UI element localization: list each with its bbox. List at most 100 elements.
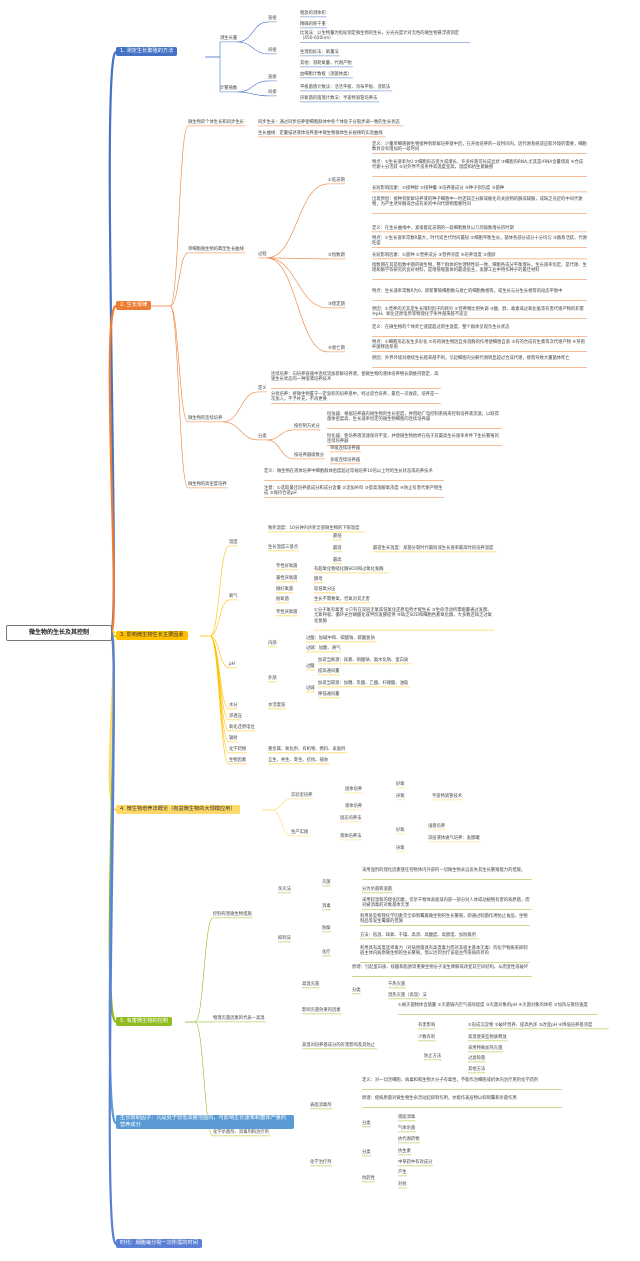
mindmap-node[interactable]: 高温灭菌 xyxy=(302,982,320,987)
mindmap-node[interactable]: 化疗 xyxy=(322,950,331,955)
mindmap-node[interactable]: 直接 xyxy=(268,75,277,80)
branch-7[interactable]: 时代：细胞每分裂一次所需的时间 xyxy=(116,1239,202,1248)
mindmap-node[interactable]: 比浊法：以生物量为指标测定微生物的生长，分光光度计对无色的微生物悬浮液测定（45… xyxy=(300,31,459,42)
mindmap-node[interactable]: 防止方法 xyxy=(424,1054,442,1059)
mindmap-node[interactable]: 原理：引起蛋白质、核酸和脂肪等重要生物分子发生降解或改变其空间结构，从而变性或破… xyxy=(352,965,529,970)
mindmap-node[interactable]: 分类 xyxy=(352,988,361,993)
mindmap-node[interactable]: ①被灭菌物体含菌量 ②灭菌锅内空气排除程度 ③灭菌对象的pH ④灭菌对象的体积 … xyxy=(398,1003,588,1008)
mindmap-node[interactable]: 提高通风量 xyxy=(318,669,340,674)
mindmap-node[interactable]: 原理：使病原菌对微生物生命活动起抑制作用，亦能作表层物以抑制霉和杀菌作用 xyxy=(362,1096,517,1101)
mindmap-node[interactable]: 按培养器级数分 xyxy=(294,453,325,458)
mindmap-node[interactable]: 水活度值 xyxy=(268,703,286,708)
mindmap-node[interactable]: 分类 xyxy=(258,434,267,439)
mindmap-node[interactable]: ①分子氧有毒害 ②只有在深层无氧或低氧化还原电势才能生长 ③生命活动所需能量通过… xyxy=(314,608,492,624)
mindmap-node[interactable]: 过滤除菌 xyxy=(468,1056,486,1061)
mindmap-node[interactable]: 特点：①细胞形态发生多形化 ②有的微生物因自身溶酶的作用使细胞自溶 ③有的合成有… xyxy=(372,340,585,351)
mindmap-node[interactable]: 抗生素 xyxy=(398,1149,411,1154)
mindmap-node[interactable]: 过酸：加碱中和、碳酸钠、碳酸氢钠 xyxy=(306,636,375,641)
mindmap-node[interactable]: 较低氧分压 xyxy=(314,587,336,592)
branch-4[interactable]: 4. 微生物培养法概论（有益微生物的大规模应用） xyxy=(116,805,240,814)
mindmap-node[interactable]: 有害影响 xyxy=(418,1023,436,1028)
mindmap-node[interactable]: 定义：在微生物的个体死亡速度超过新生速度，整个群体呈现负生长状态 xyxy=(372,325,510,330)
mindmap-node[interactable]: 化学药物 xyxy=(229,747,247,752)
mindmap-node[interactable]: 生产实践 xyxy=(291,830,309,835)
mindmap-node[interactable]: 水分 xyxy=(229,703,238,708)
mindmap-node[interactable]: 厌氧 xyxy=(396,794,405,799)
mindmap-node[interactable]: 方法：低温、缺氧、干燥、高渗、高酸度、高醇度、加防腐剂 xyxy=(360,933,477,938)
mindmap-node[interactable]: 定义：对一切活细胞、病毒和和生物大分子有毒性，不能作治细胞或机体内治疗用的化学药… xyxy=(362,1078,539,1083)
mindmap-node[interactable]: 氧气 xyxy=(229,594,238,599)
mindmap-node[interactable]: 特点：①生长速率为0 ②细胞形态变大或增长，许多杆菌可长成丝状 ③细胞内RNA,… xyxy=(372,160,584,171)
mindmap-node[interactable]: 分批培养：将微生物置于一定容积的培养基中，经过适合培养，最后一次收获。培养是一次… xyxy=(271,392,439,403)
mindmap-node[interactable]: 利用具有高度选择毒力（对病原菌具有高度毒力而对其宿主基本无毒）的化学物质来抑制宿… xyxy=(360,946,528,957)
mindmap-node[interactable]: 重金属、氧化剂、有机物、燃料、表面剂 xyxy=(268,747,346,752)
mindmap-node[interactable]: 少数有利 xyxy=(418,1035,436,1040)
mindmap-node[interactable]: 专性厌氧菌 xyxy=(276,610,298,615)
mindmap-node[interactable]: 最低 xyxy=(333,534,342,539)
mindmap-node[interactable]: ④衰亡期 xyxy=(328,346,345,351)
mindmap-node[interactable]: 产生 xyxy=(398,1170,407,1175)
mindmap-node[interactable]: 互生、共生、寄生、拮抗、捕食 xyxy=(268,758,329,763)
mindmap-node[interactable]: 最高 xyxy=(333,558,342,563)
mindmap-node[interactable]: ③稳定期 xyxy=(328,302,345,307)
mindmap-node[interactable]: 粗放的测体积 xyxy=(300,11,326,16)
mindmap-node[interactable]: 湿热灭菌（高温）法 xyxy=(388,993,427,998)
mindmap-node[interactable]: 兼性厌氧菌 xyxy=(276,576,298,581)
mindmap-node[interactable]: 浅盘培养 xyxy=(428,824,446,829)
mindmap-node[interactable]: 过酸 xyxy=(306,664,315,669)
mindmap-node[interactable]: 出现原因：接种到新鲜培养液的种子细胞中一时还缺乏分解或催化有关底物的酶或辅酶，或… xyxy=(372,197,583,208)
mindmap-node[interactable]: 长短影响因素：①菌种 ②营养成分 ③营养浓度 ④培养温度 ⑤菌龄 xyxy=(372,253,496,258)
mindmap-node[interactable]: pH xyxy=(229,662,235,667)
mindmap-node[interactable]: 消毒 xyxy=(322,904,331,909)
mindmap-node[interactable]: 气体杀菌 xyxy=(398,1126,416,1131)
mindmap-node[interactable]: 固体培养 xyxy=(345,787,363,792)
mindmap-node[interactable]: 利用某些物理化学因素完全抑制霉腐微生物的生长繁殖，即通过制菌作用防止食品、生物制… xyxy=(360,914,528,925)
mindmap-node[interactable]: 血细胞计数板（测菌体类） xyxy=(300,72,352,77)
mindmap-node[interactable]: 间接 xyxy=(268,48,277,53)
mindmap-node[interactable]: 特点：生长速率常数R为0，即新繁殖细胞数与衰亡的细胞数相等，或生长与分生长相等的… xyxy=(372,289,563,294)
root-node[interactable]: 微生物的生长及其控制 xyxy=(6,625,112,641)
mindmap-node[interactable]: 分为杀菌和溶菌 xyxy=(362,887,393,892)
mindmap-node[interactable]: 连续培养：向培养容器中连续流加新鲜培养液，使微生物的液体培养物长期维持稳定、高速… xyxy=(271,372,439,383)
mindmap-node[interactable]: 中草药中有效成分 xyxy=(398,1160,433,1165)
mindmap-node[interactable]: 间接 xyxy=(268,90,277,95)
mindmap-node[interactable]: 亨盖特滚管技术 xyxy=(432,794,463,799)
mindmap-node[interactable]: 深层液体通气培养：发酵罐 xyxy=(428,836,480,841)
mindmap-node[interactable]: 其他：测耗氧量、代谢产物 xyxy=(300,61,352,66)
mindmap-node[interactable]: 抗代谢药物 xyxy=(398,1137,420,1142)
branch-2[interactable]: 2. 生长规律 xyxy=(116,301,152,310)
mindmap-node[interactable]: 固态培养法 xyxy=(340,816,362,821)
mindmap-node[interactable]: ②指数期 xyxy=(328,253,345,258)
branch-6[interactable]: 生长限制因子：凡是处于较低浓度范围内，可影响生长速率和菌体产量的营养成分 xyxy=(116,1115,294,1129)
mindmap-node[interactable]: 采用强烈的理化因素使任何物体内外部的一切微生物永远丧失其生长繁殖能力的措施， xyxy=(362,868,526,873)
branch-3[interactable]: 3. 影响微生物生长主要因素 xyxy=(116,631,188,640)
mindmap-node[interactable]: 分类 xyxy=(362,1121,371,1126)
mindmap-node[interactable]: 原因：外界环境对继续生长越来越不利，引起细胞内分解代谢明显超过合成代谢，继而导致… xyxy=(372,356,570,361)
mindmap-node[interactable]: 杀灭法 xyxy=(278,887,291,892)
mindmap-node[interactable]: 高温使某些物质释放 xyxy=(468,1035,507,1040)
mindmap-node[interactable]: 有超氧化物岐化酶SOD和过氧化氢酶 xyxy=(314,567,384,572)
mindmap-node[interactable]: 平板菌落计数法：活活平板、涂布平板、浇筑法 xyxy=(300,85,391,90)
mindmap-node[interactable]: 微生物的连续培养 xyxy=(188,416,223,421)
mindmap-node[interactable]: 恒化器：使培养液流速保持不变，并使微生物始终在低于其最高生长速率条件下生长繁殖的… xyxy=(327,434,499,445)
mindmap-node[interactable]: 长短影响因素：①接种龄 ②接种量 ③培养基成分 ④种子损伤度 ⑤菌种 xyxy=(372,186,505,191)
mindmap-node[interactable]: 化学杀菌剂、消毒剂和治疗剂 xyxy=(213,1130,269,1135)
mindmap-node[interactable]: 高温对培养基成分的有害影响及其防止 xyxy=(302,1043,376,1048)
mindmap-node[interactable]: 定义：微生物在液体培养中细胞群体密度超过常规培养10倍以上时的生长状态或培养技术 xyxy=(264,469,433,474)
mindmap-node[interactable]: 最适生长温度：某菌分裂时代最短或生长速率最高时的培养温度 xyxy=(373,546,494,551)
mindmap-node[interactable]: 液体培养法 xyxy=(340,834,362,839)
mindmap-node[interactable]: 液体培养 xyxy=(345,804,363,809)
mindmap-node[interactable]: 厌氧 xyxy=(396,846,405,851)
mindmap-node[interactable]: 精确的称干重 xyxy=(300,22,326,27)
mindmap-node[interactable]: 生理指标法：氧量法 xyxy=(300,50,339,55)
mindmap-node[interactable]: 灭菌 xyxy=(322,880,331,885)
mindmap-node[interactable]: 外部 xyxy=(268,676,277,681)
mindmap-node[interactable]: 好氧 xyxy=(396,782,405,787)
mindmap-node[interactable]: 微生物的个体生长和同步生长 xyxy=(188,120,244,125)
mindmap-node[interactable]: 专性好氧菌 xyxy=(276,564,298,569)
mindmap-node[interactable]: 其他方法 xyxy=(468,1067,486,1072)
mindmap-node[interactable]: 影响灭菌效果的因素 xyxy=(302,1008,341,1013)
mindmap-node[interactable]: 过程 xyxy=(258,252,267,257)
mindmap-node[interactable]: ①形成沉淀物 ②破坏营养、提高色泽 ③改变pH ④降低培养基浓度 xyxy=(468,1023,593,1028)
mindmap-node[interactable]: 微生物的高密度培养 xyxy=(188,482,227,487)
